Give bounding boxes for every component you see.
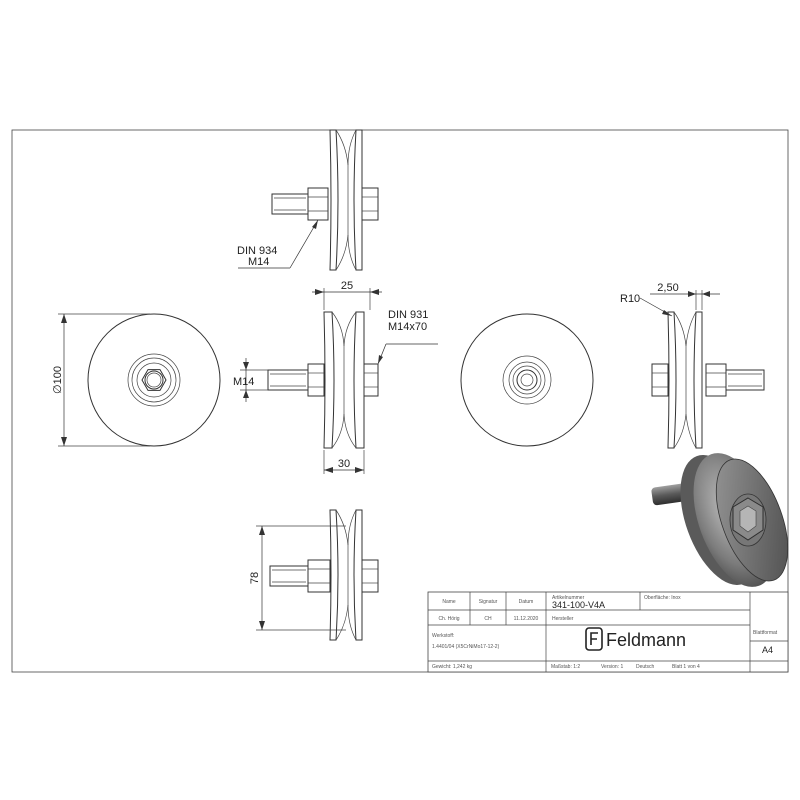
tb-material-header: Werkstoff: xyxy=(432,633,454,639)
tb-surface-header: Oberfläche: Inox xyxy=(644,595,681,601)
tb-brand-name: Feldmann xyxy=(606,630,686,650)
diameter-dimension xyxy=(58,313,150,447)
width-25-dimension xyxy=(312,288,382,310)
feldmann-logo-icon xyxy=(585,627,603,651)
tb-article-header: Artikelnummer xyxy=(552,595,585,601)
tb-version: Version: 1 xyxy=(601,664,623,670)
bottom-side-view xyxy=(269,509,379,641)
din934-thread-label: M14 xyxy=(248,256,269,268)
din931-callout xyxy=(377,343,438,365)
tb-signature-value: CH xyxy=(484,616,492,622)
radius-label: R10 xyxy=(620,293,640,305)
wheel-3d-render xyxy=(651,453,789,587)
tb-scale: Maßstab: 1:2 xyxy=(551,664,580,670)
tb-sheet-format-header: Blattformat xyxy=(753,630,778,636)
tb-name-value: Ch. Hörig xyxy=(438,616,459,622)
radius-callout xyxy=(639,297,673,317)
height-78-label: 78 xyxy=(249,572,261,584)
diameter-label: ∅100 xyxy=(52,366,64,394)
groove-label: 2,50 xyxy=(657,282,678,294)
tb-material-spec: 1.4401/04 (X5CrNiMo17-12-2) xyxy=(432,644,500,650)
tb-sheet-count: Blatt 1 von 4 xyxy=(672,664,700,670)
title-block xyxy=(427,591,789,673)
din931-label: DIN 931 xyxy=(388,309,428,321)
din934-label: DIN 934 xyxy=(237,245,277,257)
width-25-label: 25 xyxy=(341,280,353,292)
thread-m14-label: M14 xyxy=(233,376,254,388)
front-view-left xyxy=(87,313,221,447)
right-side-view xyxy=(651,311,765,449)
tb-language: Deutsch xyxy=(636,664,655,670)
top-side-view xyxy=(271,129,379,271)
width-30-label: 30 xyxy=(338,458,350,470)
din931-size-label: M14x70 xyxy=(388,321,427,333)
tb-weight: Gewicht: 1,242 kg xyxy=(432,664,472,670)
groove-dimension xyxy=(650,290,720,310)
tb-name-header: Name xyxy=(442,599,456,605)
tb-date-header: Datum xyxy=(519,599,534,605)
tb-sheet-format-value: A4 xyxy=(762,645,773,655)
front-view-right xyxy=(460,313,594,447)
tb-signature-header: Signatur xyxy=(479,599,498,605)
thread-m14-dimension xyxy=(240,358,268,402)
din934-callout xyxy=(238,219,319,269)
middle-side-view xyxy=(267,311,379,449)
tb-manufacturer-header: Hersteller xyxy=(552,616,574,622)
width-30-dimension xyxy=(323,450,365,474)
tb-date-value: 11.12.2020 xyxy=(514,616,539,622)
tb-article-number: 341-100-V4A xyxy=(552,600,605,610)
height-78-dimension xyxy=(256,525,346,631)
